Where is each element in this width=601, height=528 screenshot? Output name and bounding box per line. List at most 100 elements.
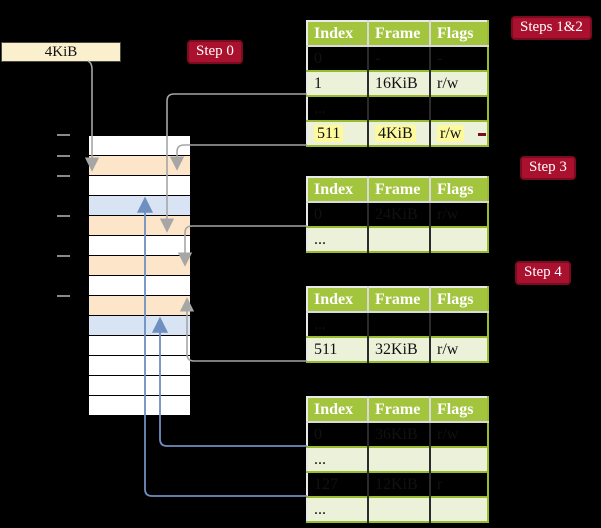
- cell-index: ...: [307, 446, 368, 472]
- table-row: ...: [307, 95, 488, 121]
- table-header-row: Index Frame Flags: [307, 287, 488, 313]
- col-header-frame: Frame: [367, 177, 430, 203]
- memory-frame: [89, 176, 190, 195]
- cell-frame: [367, 95, 430, 121]
- table-row: 511 32KiB r/w: [307, 336, 488, 362]
- table-row: ...: [307, 496, 488, 522]
- cell-frame: [367, 496, 430, 522]
- address-tick: [57, 175, 70, 177]
- arrow-entry511-to-32kib-frame: [179, 297, 307, 362]
- page-table-step-4: Index Frame Flags ... 511 32KiB r/w: [306, 286, 489, 363]
- col-header-index: Index: [307, 21, 368, 47]
- address-tick: [57, 155, 70, 157]
- cell-flags: [429, 226, 488, 252]
- memory-frame-data: [89, 316, 190, 335]
- highlighted-value: 511: [314, 125, 344, 142]
- cell-frame: -: [367, 46, 430, 71]
- memory-frame: [89, 356, 190, 375]
- col-header-flags: Flags: [429, 21, 488, 47]
- page-table-steps-1-2: Index Frame Flags 0 - - 1 16KiB r/w ... …: [306, 20, 489, 147]
- table-header-row: Index Frame Flags: [307, 21, 488, 47]
- cell-flags: r/w: [429, 336, 488, 362]
- cell-index: 0: [314, 50, 322, 67]
- memory-frame: [89, 236, 190, 255]
- cell-index: 127: [307, 471, 368, 497]
- cell-frame: 12KiB: [367, 471, 430, 497]
- entry-511-marker: [478, 133, 486, 136]
- table-row: ...: [307, 312, 488, 337]
- col-header-index: Index: [307, 177, 368, 203]
- col-header-index: Index: [307, 397, 368, 423]
- page-table-leaf: Index Frame Flags 0 36KiB r/w ... 127 12…: [306, 396, 489, 523]
- table-row: ...: [307, 226, 488, 252]
- cell-index: ...: [307, 226, 368, 252]
- col-header-frame: Frame: [367, 21, 430, 47]
- arrow-entry0-to-24kib-frame: [177, 225, 307, 267]
- cell-frame: [367, 446, 430, 472]
- table-row: 0 36KiB r/w: [307, 422, 488, 447]
- memory-frame: [89, 136, 190, 155]
- memory-frame-pagetable: [89, 256, 190, 275]
- cell-flags: r/w: [429, 422, 488, 447]
- table-row: 0 24KiB r/w: [307, 202, 488, 227]
- steps-1-2-badge: Steps 1&2: [511, 16, 592, 40]
- memory-frame: [89, 276, 190, 295]
- table-header-row: Index Frame Flags: [307, 397, 488, 423]
- cell-flags: [429, 312, 488, 337]
- table-row: 1 16KiB r/w: [307, 70, 488, 96]
- cell-index: 1: [307, 70, 368, 96]
- memory-frame-pagetable: [89, 156, 190, 175]
- col-header-flags: Flags: [429, 397, 488, 423]
- cell-frame: 32KiB: [367, 336, 430, 362]
- frame-size-box: 4KiB: [1, 42, 121, 62]
- highlighted-value: 4KiB: [375, 125, 416, 142]
- arrow-entry511-to-4kib-frame: [169, 144, 307, 171]
- address-tick: [57, 134, 70, 136]
- memory-frame-pagetable: [89, 296, 190, 315]
- highlighted-value: r/w: [437, 125, 465, 142]
- col-header-index: Index: [307, 287, 368, 313]
- cell-index: 511: [307, 120, 368, 146]
- cell-frame: 16KiB: [367, 70, 430, 96]
- table-row: 0 - -: [307, 46, 488, 71]
- cell-index: ...: [314, 316, 326, 333]
- address-tick: [57, 295, 70, 297]
- cell-frame: [367, 312, 430, 337]
- memory-frame: [89, 396, 190, 415]
- cell-flags: [429, 95, 488, 121]
- memory-frame-pagetable: [89, 216, 190, 235]
- step-4-badge: Step 4: [515, 261, 571, 285]
- cell-flags: [429, 496, 488, 522]
- address-tick: [57, 215, 70, 217]
- cell-index: 511: [307, 336, 368, 362]
- col-header-flags: Flags: [429, 177, 488, 203]
- cell-frame: 24KiB: [367, 202, 430, 227]
- col-header-frame: Frame: [367, 397, 430, 423]
- physical-memory-column: [89, 136, 190, 415]
- cell-frame: 4KiB: [367, 120, 430, 146]
- cell-flags: r/w: [429, 70, 488, 96]
- memory-frame-data: [89, 196, 190, 215]
- col-header-flags: Flags: [429, 287, 488, 313]
- table-row-highlighted: 511 4KiB r/w: [307, 120, 488, 146]
- cell-flags: r: [429, 471, 488, 497]
- memory-frame: [89, 336, 190, 355]
- cell-index: ...: [307, 95, 368, 121]
- cell-frame: [367, 226, 430, 252]
- cell-flags: -: [429, 46, 488, 71]
- page-table-step-3: Index Frame Flags 0 24KiB r/w ...: [306, 176, 489, 253]
- address-tick: [57, 255, 70, 257]
- cell-index: 0: [314, 206, 322, 223]
- cell-flags: r/w: [429, 202, 488, 227]
- step-3-badge: Step 3: [520, 156, 576, 180]
- cell-index: ...: [307, 496, 368, 522]
- table-header-row: Index Frame Flags: [307, 177, 488, 203]
- memory-frame: [89, 376, 190, 395]
- cell-frame: 36KiB: [367, 422, 430, 447]
- col-header-frame: Frame: [367, 287, 430, 313]
- step-0-badge: Step 0: [187, 40, 243, 64]
- table-row: 127 12KiB r: [307, 471, 488, 497]
- cell-flags: [429, 446, 488, 472]
- table-row: ...: [307, 446, 488, 472]
